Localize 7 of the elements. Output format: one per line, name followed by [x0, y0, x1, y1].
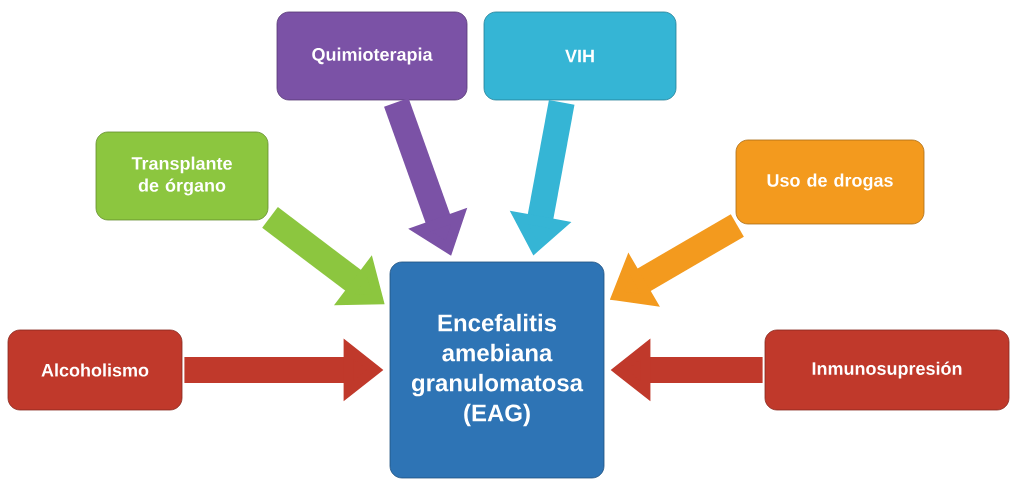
factor-box: Inmunosupresión: [764, 329, 1010, 411]
factor-box: VIH: [483, 11, 677, 101]
factor-box: Quimioterapia: [276, 11, 468, 101]
factor-box: Uso de drogas: [735, 139, 925, 225]
factor-box: Transplante de órgano: [95, 131, 269, 221]
factor-box: Alcoholismo: [7, 329, 183, 411]
central-box: Encefalitis amebiana granulomatosa (EAG): [389, 261, 605, 479]
